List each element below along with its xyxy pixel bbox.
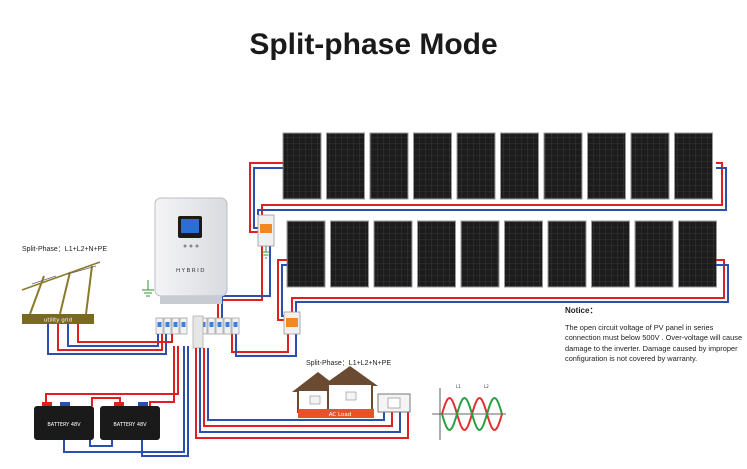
- hybrid-inverter: HYBRID: [154, 197, 228, 304]
- load-phase-label: Split-Phase：L1+L2+N+PE: [306, 360, 392, 367]
- solar-panel-r2-4: [417, 220, 456, 288]
- breaker-bank: [155, 315, 240, 349]
- page-title: Split-phase Mode: [249, 28, 498, 61]
- utility-grid-box: [22, 314, 94, 324]
- breaker-toggle-4: [181, 322, 186, 327]
- waveform-legend-l1: L1: [456, 384, 461, 389]
- battery-1-label: BATTERY 48V: [47, 422, 81, 428]
- solar-panel-r1-8: [587, 132, 626, 200]
- breaker-toggle-7: [217, 322, 222, 327]
- breaker-toggle-5: [201, 322, 206, 327]
- solar-panel-r2-3: [373, 220, 413, 288]
- notice-box: Notice： The open circuit voltage of PV p…: [565, 306, 743, 365]
- solar-panel-r2-2: [330, 220, 369, 288]
- inverter-ground-icon: [142, 280, 154, 297]
- ac-load-label: AC Load: [329, 412, 351, 418]
- solar-panel-r1-4: [413, 132, 452, 200]
- solar-panel-r1-5: [456, 132, 496, 200]
- battery-1: BATTERY 48V: [34, 402, 94, 440]
- solar-panel-r2-8: [591, 220, 630, 288]
- notice-text: The open circuit voltage of PV panel in …: [565, 322, 743, 364]
- solar-panel-r2-10: [678, 220, 717, 288]
- breaker-toggle-8: [225, 322, 230, 327]
- solar-panel-r1-1: [282, 132, 322, 200]
- inverter-brand: HYBRID: [176, 268, 206, 274]
- utility-pole: [21, 261, 101, 315]
- breaker-toggle-2: [165, 322, 170, 327]
- battery-2-label: BATTERY 48V: [113, 422, 147, 428]
- split-phase-waveform: L1 L2: [432, 384, 506, 440]
- ac-load-box: [298, 409, 374, 418]
- solar-panel-r1-7: [543, 132, 583, 200]
- pv-wiring: [217, 162, 729, 357]
- waveform-legend-l2: L2: [484, 384, 489, 389]
- pv-array-row-1: [282, 132, 713, 200]
- notice-title: Notice：: [565, 306, 598, 315]
- utility-grid-label: utility grid: [44, 318, 72, 324]
- solar-panel-r1-9: [630, 132, 670, 200]
- pv-breaker-box-2: [283, 311, 301, 335]
- house-icon: [292, 366, 378, 413]
- load-breaker-icon: [377, 393, 411, 413]
- breaker-toggle-9: [233, 322, 238, 327]
- grid-phase-label: Split-Phase：L1+L2+N+PE: [22, 246, 108, 253]
- solar-panel-r1-10: [674, 132, 713, 200]
- breaker-toggle-1: [157, 322, 162, 327]
- battery-2: BATTERY 48V: [100, 402, 160, 440]
- solar-panel-r2-7: [547, 220, 587, 288]
- solar-panel-r2-1: [286, 220, 326, 288]
- pv-array-row-2: [286, 220, 717, 288]
- pv-breaker-box-1: [257, 214, 275, 259]
- inverter-display: [181, 219, 199, 233]
- breaker-toggle-6: [209, 322, 214, 327]
- solar-panel-r1-2: [326, 132, 365, 200]
- solar-panel-r2-6: [504, 220, 543, 288]
- solar-panel-r1-3: [369, 132, 409, 200]
- breaker-toggle-3: [173, 322, 178, 327]
- solar-panel-r2-5: [460, 220, 500, 288]
- solar-panel-r1-6: [500, 132, 539, 200]
- solar-panel-r2-9: [634, 220, 674, 288]
